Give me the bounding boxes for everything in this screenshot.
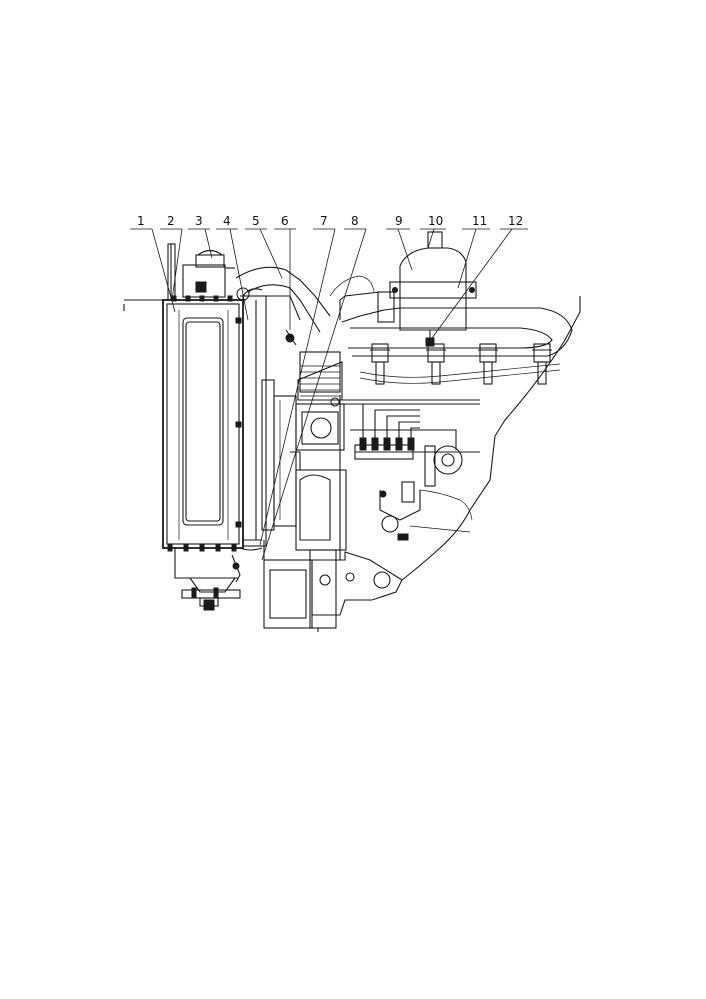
exhaust-manifold [329,275,573,357]
engine-block-outline [290,296,581,581]
injector [532,343,552,385]
injector [478,343,498,385]
callout-9: 9 [395,214,403,228]
lower-hose [239,539,263,551]
thermostat-housing [285,329,297,346]
callout-labels: 1 2 3 4 5 6 7 8 9 10 11 12 [137,214,523,228]
drain-valve [174,548,241,611]
engine-mount-bracket [311,551,403,616]
injection-pump [350,403,457,460]
fuel-injectors [359,343,561,385]
radiator [123,295,246,552]
radiator-mount-post [167,243,176,301]
callout-11: 11 [472,214,487,228]
callout-10: 10 [428,214,443,228]
callout-7: 7 [320,214,328,228]
callout-12: 12 [508,214,523,228]
filler-cap [182,249,235,298]
callout-5: 5 [252,214,260,228]
callout-2: 2 [167,214,175,228]
upper-hose [235,266,331,333]
callout-4: 4 [223,214,231,228]
fuel-filter [379,445,473,541]
expansion-tank [389,231,477,347]
leader-lines [130,228,528,561]
fan-pulley [261,379,297,531]
callout-6: 6 [281,214,289,228]
callout-8: 8 [351,214,359,228]
callout-1: 1 [137,214,145,228]
injector [370,343,390,385]
crankshaft-pulley [263,469,347,632]
water-pump-assembly [295,351,345,451]
callout-3: 3 [195,214,203,228]
injector [426,343,446,385]
